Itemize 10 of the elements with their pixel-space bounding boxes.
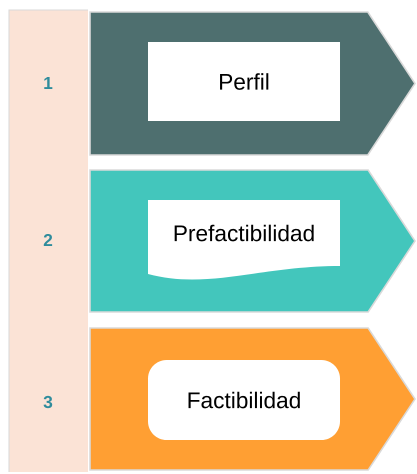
side-bar xyxy=(8,9,88,472)
text-box: Factibilidad xyxy=(148,360,340,440)
step-number: 2 xyxy=(44,234,52,246)
step-number: 3 xyxy=(44,396,52,408)
node-label: Perfil xyxy=(220,73,268,90)
step-number: 1 xyxy=(44,77,52,89)
text-box: Perfil xyxy=(148,42,340,121)
node-label: Prefactibilidad xyxy=(174,224,314,242)
node-label: Factibilidad xyxy=(188,392,300,408)
text-box: Prefactibilidad xyxy=(148,200,340,280)
